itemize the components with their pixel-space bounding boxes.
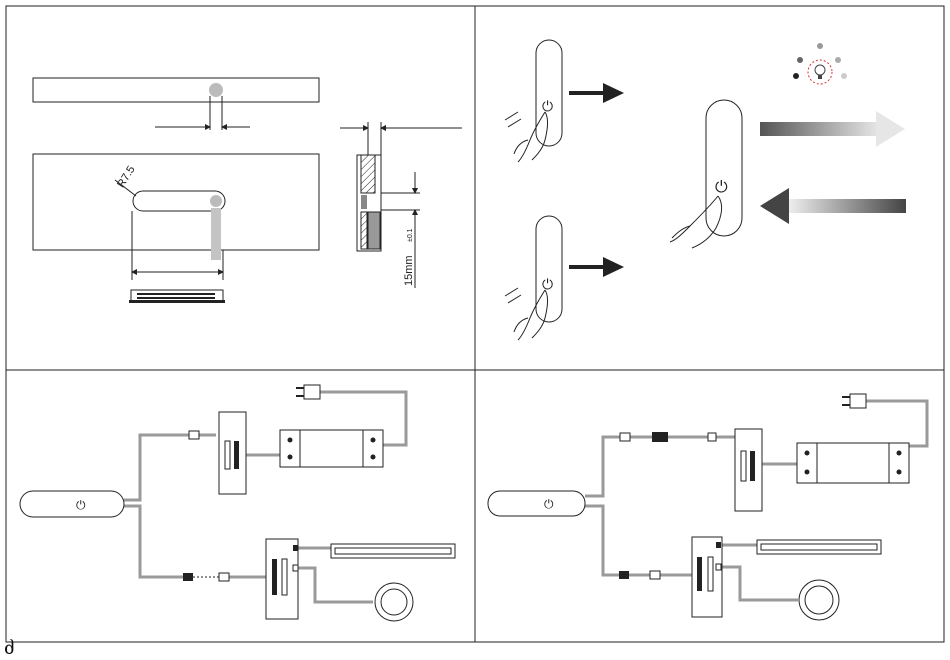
tolerance-label: ±0.1 (407, 228, 414, 242)
distribution-block (266, 539, 298, 619)
touch-switch (20, 491, 124, 517)
corner-mark: ძ (4, 640, 15, 658)
linear-light (331, 544, 455, 558)
top-view-bar (33, 78, 319, 102)
double-press-arrow (569, 257, 624, 277)
connector (620, 433, 630, 441)
power-icon: ⏻ (544, 497, 554, 511)
touch-panel: ⏻ ⏻ ⏻ (505, 40, 906, 340)
connector (619, 571, 629, 579)
led-driver (280, 430, 383, 467)
connector (652, 432, 668, 442)
sensor-channel (211, 208, 221, 250)
connector (650, 571, 660, 579)
power-plug-icon (842, 394, 866, 408)
wiring-panel-a: ⏻ (20, 385, 455, 621)
dim-up-arrow (760, 111, 905, 147)
led-driver (797, 443, 909, 483)
brightness-indicator-icon (793, 43, 847, 84)
cables (124, 392, 406, 602)
short-press-arrow (569, 83, 624, 103)
round-light (375, 583, 413, 621)
distribution-block (219, 412, 246, 494)
distribution-block (692, 537, 722, 617)
touch-switch-double-press (536, 216, 562, 322)
distribution-block (735, 429, 762, 511)
connector (183, 573, 193, 581)
dimensions-panel: R7.5 (33, 78, 462, 303)
wiring-panel-b: ⏻ (488, 394, 927, 620)
depth-label: 15mm (403, 255, 415, 286)
sensor-hole-top (209, 83, 223, 97)
bulb-icon (815, 65, 825, 75)
linear-light (757, 540, 881, 554)
touch-switch-short-press (536, 40, 562, 146)
side-section-view (357, 155, 381, 251)
round-light (799, 580, 839, 620)
dim-down-arrow (760, 188, 906, 224)
power-icon: ⏻ (542, 276, 553, 292)
touch-switch-long-press (706, 100, 742, 236)
sensor-hole-front (210, 195, 222, 207)
power-icon: ⏻ (76, 498, 86, 512)
touch-switch (488, 491, 585, 516)
connector (189, 431, 199, 439)
connector (708, 433, 716, 441)
connector (219, 573, 229, 581)
power-icon: ⏻ (542, 98, 553, 114)
switch-profile (129, 290, 225, 303)
thickness-dimension (340, 122, 462, 155)
power-plug-icon (296, 385, 320, 399)
power-icon: ⏻ (715, 179, 728, 196)
sensor-channel-lower (211, 250, 221, 260)
